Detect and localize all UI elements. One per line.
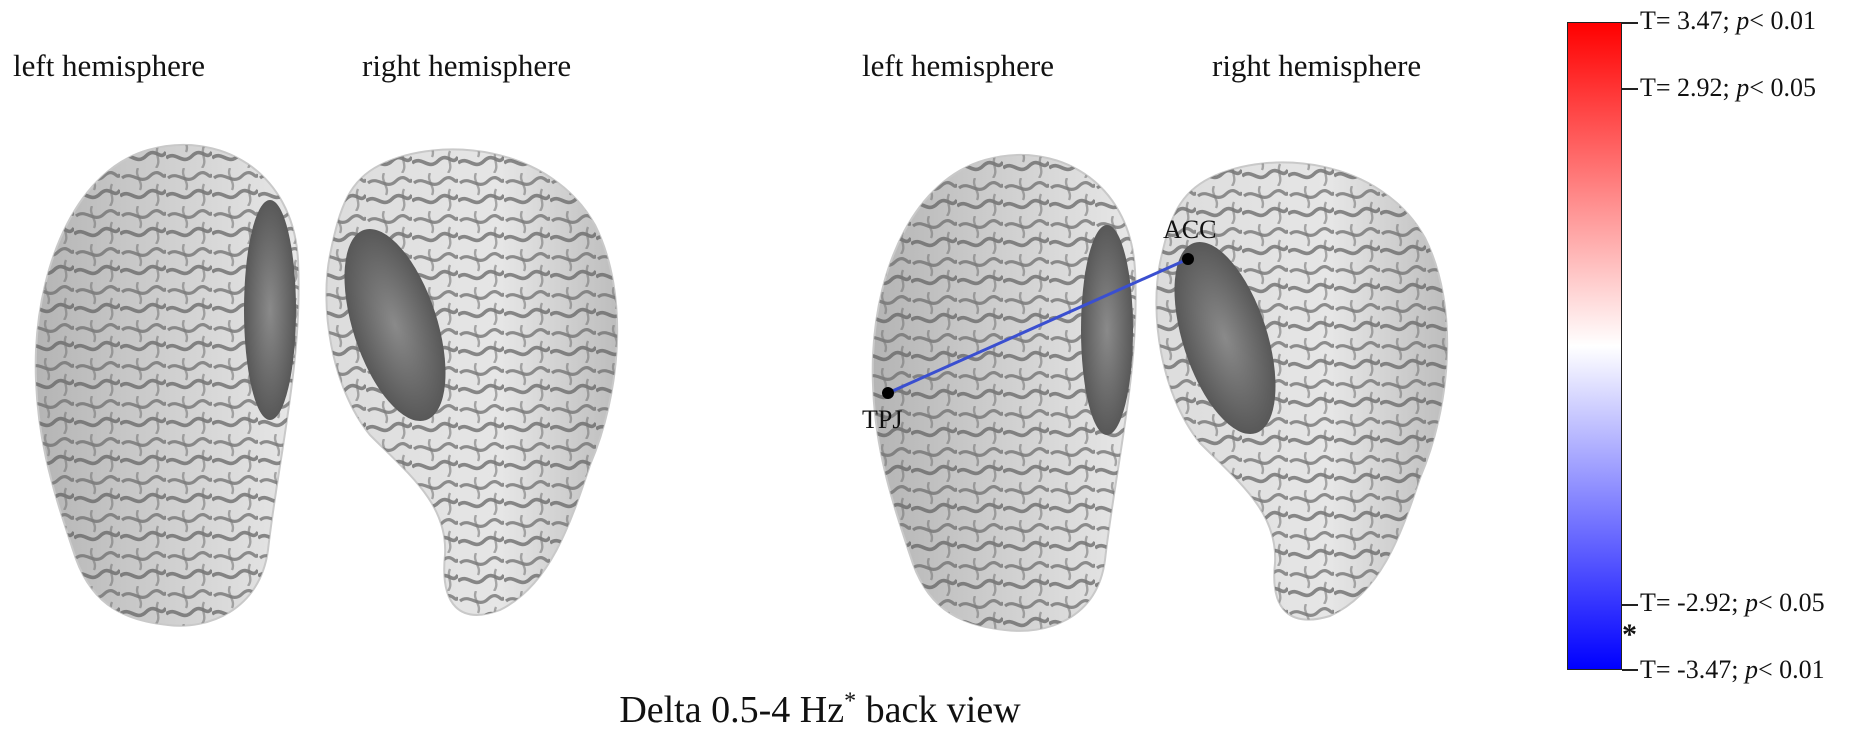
- colorbar-tick-label: T= 3.47; p< 0.01: [1640, 6, 1816, 36]
- colorbar-tick-label: T= 2.92; p< 0.05: [1640, 73, 1816, 103]
- figure-caption: Delta 0.5-4 Hz* back view: [0, 688, 1640, 732]
- colorbar-tick-label: T= -3.47; p< 0.01: [1640, 655, 1825, 685]
- tpj-node-label: TPJ: [862, 405, 902, 435]
- colorbar-significance-marker: *: [1622, 618, 1637, 652]
- colorbar-tick: [1622, 669, 1638, 671]
- caption-marker: *: [844, 688, 856, 714]
- acc-node: [1182, 253, 1194, 265]
- colorbar-tick: [1622, 22, 1638, 24]
- caption-view: back view: [866, 689, 1021, 731]
- colorbar-tick: [1622, 88, 1638, 90]
- colorbar-tick: [1622, 604, 1638, 606]
- caption-band: Delta 0.5-4 Hz: [619, 689, 844, 731]
- colorbar: [1567, 22, 1622, 670]
- acc-node-label: ACC: [1163, 215, 1216, 245]
- colorbar-tick-label: T= -2.92; p< 0.05: [1640, 588, 1825, 618]
- tpj-node: [882, 387, 894, 399]
- tpj-acc-connection-line: [888, 259, 1188, 393]
